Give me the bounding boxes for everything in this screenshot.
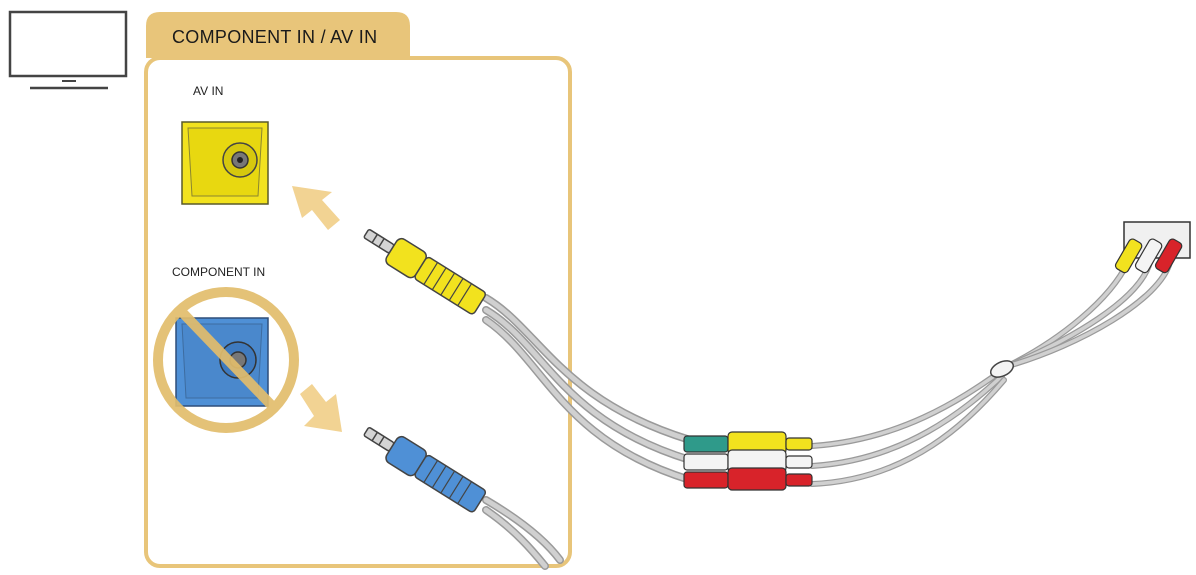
panel-title: COMPONENT IN / AV IN: [172, 27, 378, 47]
device-rca-jacks: [1114, 221, 1191, 274]
component-in-plug: [363, 427, 487, 513]
component-in-label: COMPONENT IN: [172, 265, 266, 279]
cable-bundle: [482, 259, 1173, 570]
rca-connector-icon: [683, 431, 813, 491]
av-in-plug: [363, 229, 487, 315]
cable-clip: [989, 360, 1015, 378]
tv-icon: [8, 10, 128, 90]
arrow-icon: [300, 384, 342, 432]
arrow-icon: [292, 186, 340, 230]
av-in-port: [181, 121, 269, 205]
av-in-label: AV IN: [193, 84, 224, 98]
prohibited-icon: [153, 287, 299, 433]
